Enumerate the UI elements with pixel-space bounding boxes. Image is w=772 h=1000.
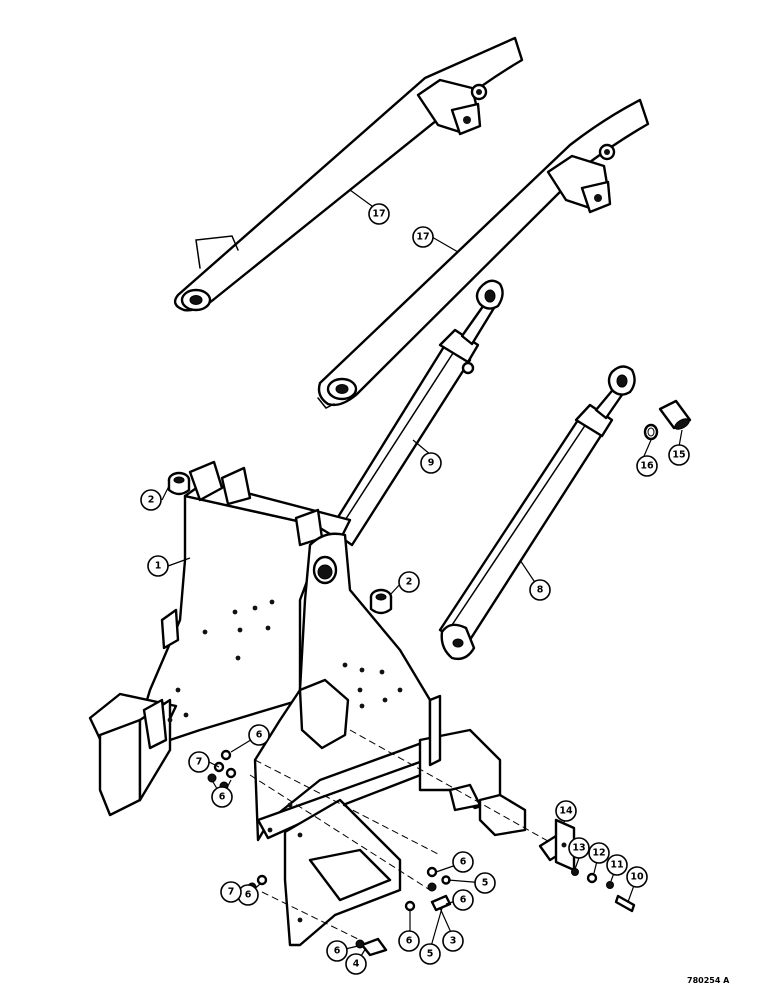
- svg-text:11: 11: [610, 860, 623, 871]
- lift-cylinder-8: [438, 365, 636, 661]
- callout-8: 8: [529, 579, 551, 601]
- svg-text:10: 10: [630, 872, 644, 883]
- svg-text:5: 5: [482, 878, 489, 889]
- callout-17b: 17: [412, 226, 434, 248]
- svg-text:6: 6: [334, 946, 341, 957]
- pin-15: [658, 399, 692, 430]
- svg-text:7: 7: [196, 757, 203, 768]
- svg-text:6: 6: [219, 792, 226, 803]
- svg-text:17: 17: [372, 209, 385, 220]
- svg-text:15: 15: [672, 450, 685, 461]
- callout-6g: 6: [326, 940, 348, 962]
- callout-10: 10: [626, 866, 648, 888]
- callout-5b: 5: [419, 943, 441, 965]
- svg-text:4: 4: [353, 959, 360, 970]
- callout-6d: 6: [452, 889, 474, 911]
- lift-cylinder-9: [328, 279, 504, 547]
- svg-text:7: 7: [228, 887, 235, 898]
- bushing-2-left: [167, 471, 191, 496]
- svg-text:17: 17: [416, 232, 429, 243]
- callout-1: 1: [147, 555, 169, 577]
- svg-text:16: 16: [640, 461, 654, 472]
- svg-text:2: 2: [148, 495, 155, 506]
- svg-text:6: 6: [256, 730, 263, 741]
- svg-text:9: 9: [428, 458, 435, 469]
- callout-7b: 7: [220, 881, 242, 903]
- callout-4: 4: [345, 953, 367, 975]
- bushing-2-right: [369, 588, 393, 615]
- svg-text:6: 6: [245, 890, 252, 901]
- svg-text:6: 6: [406, 936, 413, 947]
- callout-2-left: 2: [140, 489, 162, 511]
- callout-7a: 7: [188, 751, 210, 773]
- svg-text:5: 5: [427, 949, 434, 960]
- loader-arm-lower: [317, 98, 650, 409]
- callout-5a: 5: [474, 872, 496, 894]
- callout-15: 15: [668, 444, 690, 466]
- svg-text:6: 6: [460, 857, 467, 868]
- callout-12: 12: [588, 842, 610, 864]
- svg-text:2: 2: [406, 577, 413, 588]
- loader-arm-upper: [173, 36, 524, 312]
- svg-text:8: 8: [537, 585, 544, 596]
- svg-text:14: 14: [559, 806, 573, 817]
- svg-text:6: 6: [460, 895, 467, 906]
- callout-17a: 17: [368, 203, 390, 225]
- drawing-reference-number: 780254 A: [687, 976, 730, 985]
- mounting-frame-1: [88, 460, 527, 947]
- callout-16: 16: [636, 455, 658, 477]
- snap-ring-16: [643, 423, 659, 441]
- callout-2-right: 2: [398, 571, 420, 593]
- assembly-lines: [249, 729, 556, 941]
- callout-3: 3: [442, 930, 464, 952]
- callout-11: 11: [606, 854, 628, 876]
- callout-6e: 6: [398, 930, 420, 952]
- callout-6a: 6: [248, 724, 270, 746]
- frame-holes: [167, 599, 403, 923]
- callout-6c: 6: [452, 851, 474, 873]
- svg-text:12: 12: [592, 848, 605, 859]
- svg-text:3: 3: [450, 936, 457, 947]
- callout-6b: 6: [211, 786, 233, 808]
- svg-text:1: 1: [155, 561, 162, 572]
- svg-text:13: 13: [572, 843, 585, 854]
- callout-14: 14: [555, 800, 577, 822]
- callout-13: 13: [568, 837, 590, 859]
- callout-9: 9: [420, 452, 442, 474]
